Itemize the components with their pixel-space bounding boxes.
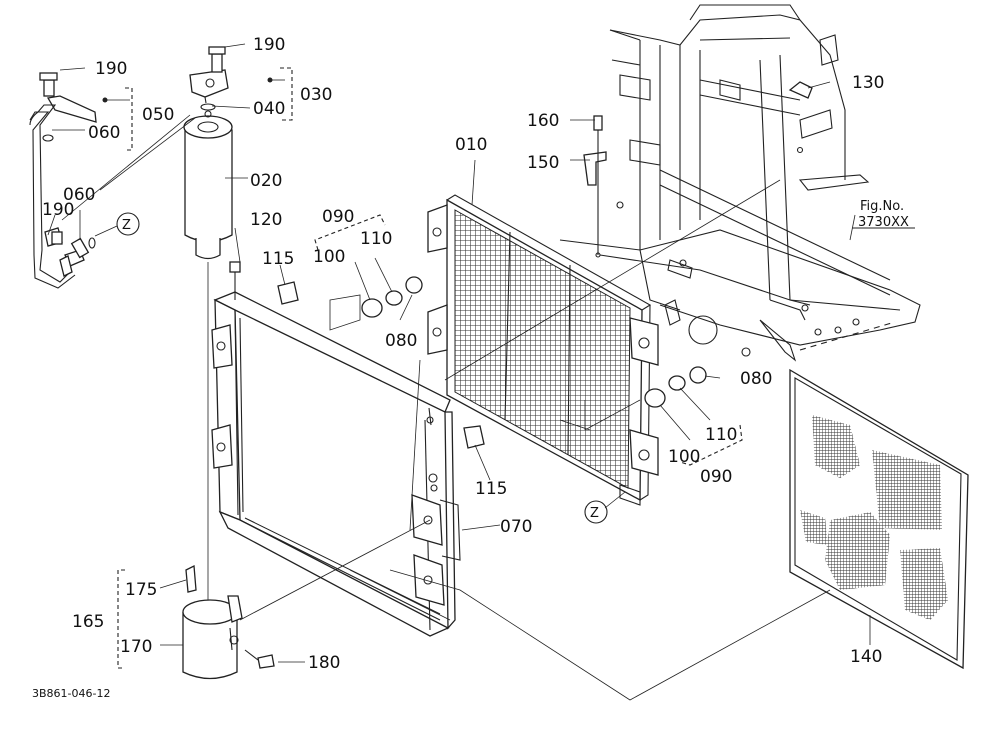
label-130: 130 <box>852 73 884 93</box>
label-190: 190 <box>95 59 127 79</box>
label-060: 060 <box>88 123 120 143</box>
label-100: 100 <box>668 447 700 467</box>
label-115: 115 <box>475 479 507 499</box>
label-170: 170 <box>120 637 152 657</box>
label-180: 180 <box>308 653 340 673</box>
label-090: 090 <box>322 207 354 227</box>
part-labels: 190 190 050 060 030 040 020 060 190 120 … <box>32 35 909 700</box>
figure-ref-line2: 3730XX <box>858 215 909 230</box>
label-190: 190 <box>253 35 285 55</box>
label-115: 115 <box>262 249 294 269</box>
pipe-050 <box>29 72 97 289</box>
fasteners <box>51 81 813 680</box>
ref-marker-label: Z <box>122 218 131 233</box>
receiver-drier-020 <box>183 110 233 260</box>
label-040: 040 <box>253 99 285 119</box>
frame-070 <box>211 291 461 637</box>
label-175: 175 <box>125 580 157 600</box>
label-160: 160 <box>527 111 559 131</box>
label-165: 165 <box>72 612 104 632</box>
ref-marker-label: Z <box>590 506 599 521</box>
label-060: 060 <box>63 185 95 205</box>
screen-140 <box>789 368 969 670</box>
drawing-code: 3B861-046-12 <box>32 687 110 700</box>
group-brackets <box>117 67 743 669</box>
label-090: 090 <box>700 467 732 487</box>
label-190: 190 <box>42 200 74 220</box>
label-110: 110 <box>705 425 737 445</box>
reference-marker-z: Z Z <box>116 212 608 524</box>
leader-lines <box>47 43 915 701</box>
label-010: 010 <box>455 135 487 155</box>
figure-ref-line1: Fig.No. <box>860 199 904 214</box>
label-120: 120 <box>250 210 282 230</box>
label-110: 110 <box>360 229 392 249</box>
label-020: 020 <box>250 171 282 191</box>
label-150: 150 <box>527 153 559 173</box>
switch-030 <box>189 46 229 111</box>
condenser-010 <box>427 194 659 506</box>
label-050: 050 <box>142 105 174 125</box>
label-140: 140 <box>850 647 882 667</box>
label-100: 100 <box>313 247 345 267</box>
label-080: 080 <box>385 331 417 351</box>
label-080: 080 <box>740 369 772 389</box>
label-070: 070 <box>500 517 532 537</box>
label-030: 030 <box>300 85 332 105</box>
